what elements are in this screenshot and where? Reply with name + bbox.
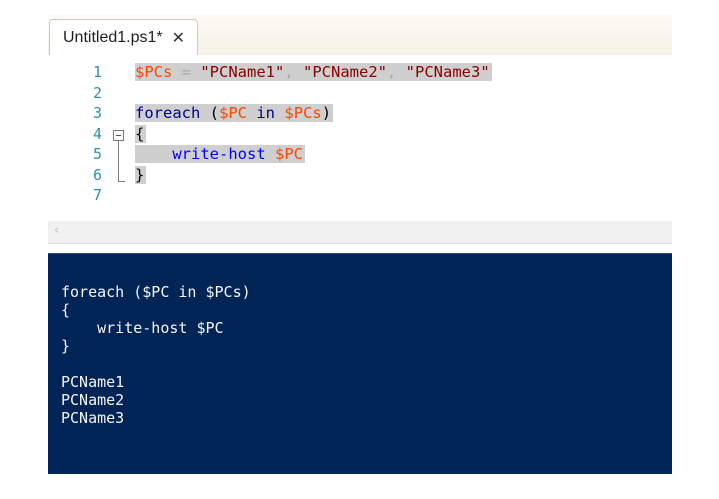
code-token: ) <box>321 104 332 122</box>
code-token: ( <box>200 104 219 122</box>
console-line: PCName3 <box>61 409 125 427</box>
line-number: 1 <box>92 63 102 81</box>
horizontal-scrollbar[interactable]: ‹ <box>48 221 672 243</box>
close-icon[interactable]: ✕ <box>171 27 186 47</box>
code-token: = <box>172 63 201 81</box>
code-token: $PCs <box>284 104 322 122</box>
code-token: "PCName2" <box>303 63 387 81</box>
code-area[interactable]: $PCs = "PCName1", "PCName2", "PCName3" fo… <box>135 62 492 206</box>
console-pane[interactable]: foreach ($PC in $PCs){ write-host $PC} PC… <box>48 253 672 474</box>
code-token <box>247 104 256 122</box>
code-line: write-host $PC <box>135 144 492 165</box>
fold-end <box>118 181 125 182</box>
console-output: foreach ($PC in $PCs){ write-host $PC} PC… <box>61 283 251 427</box>
code-token <box>266 145 275 163</box>
line-number: 4 <box>92 124 102 143</box>
code-token: "PCName3" <box>405 63 490 81</box>
line-number-gutter: 1 2 3 4 5 6 7 <box>74 62 102 206</box>
console-line: { <box>61 301 71 319</box>
tab-untitled1[interactable]: Untitled1.ps1* ✕ <box>49 19 199 55</box>
code-token: foreach <box>135 104 201 122</box>
line-number: 3 <box>92 104 102 122</box>
console-line <box>61 355 251 373</box>
chevron-left-icon[interactable]: ‹ <box>54 223 60 238</box>
console-line: PCName1 <box>61 373 125 391</box>
console-top-border <box>48 253 672 258</box>
line-number: 5 <box>92 145 102 163</box>
code-line: $PCs = "PCName1", "PCName2", "PCName3" <box>135 62 492 83</box>
code-line <box>135 83 492 104</box>
code-token <box>275 104 284 122</box>
tab-title: Untitled1.ps1* <box>63 28 163 46</box>
code-token <box>135 145 172 163</box>
collapse-icon[interactable] <box>113 130 124 141</box>
code-token: } <box>135 165 145 184</box>
code-line <box>135 185 492 206</box>
console-line: write-host $PC <box>61 319 224 337</box>
pane-splitter[interactable] <box>48 243 672 253</box>
console-line: foreach ($PC in $PCs) <box>61 283 251 301</box>
code-token: , <box>387 63 406 81</box>
line-number: 2 <box>92 83 102 102</box>
line-number: 7 <box>92 186 102 204</box>
console-line: PCName2 <box>61 391 125 409</box>
code-token: $PC <box>219 104 247 122</box>
code-line: } <box>135 165 492 186</box>
tab-strip: Untitled1.ps1* ✕ <box>48 15 672 55</box>
code-token: in <box>256 104 276 122</box>
code-line: foreach ($PC in $PCs) <box>135 103 492 124</box>
console-line: } <box>61 337 71 355</box>
fold-line <box>118 141 119 181</box>
code-token: , <box>284 63 303 81</box>
fold-gutter <box>113 130 127 190</box>
code-token: { <box>135 124 145 143</box>
line-number: 6 <box>92 165 102 184</box>
script-editor[interactable]: 1 2 3 4 5 6 7 $PCs = "PCName1", "PCName2", "PC… <box>48 55 672 221</box>
code-token: "PCName1" <box>200 63 285 81</box>
code-line: { <box>135 124 492 145</box>
code-token: write-host <box>172 145 266 163</box>
code-token: $PCs <box>135 63 173 81</box>
code-token: $PC <box>275 145 303 163</box>
